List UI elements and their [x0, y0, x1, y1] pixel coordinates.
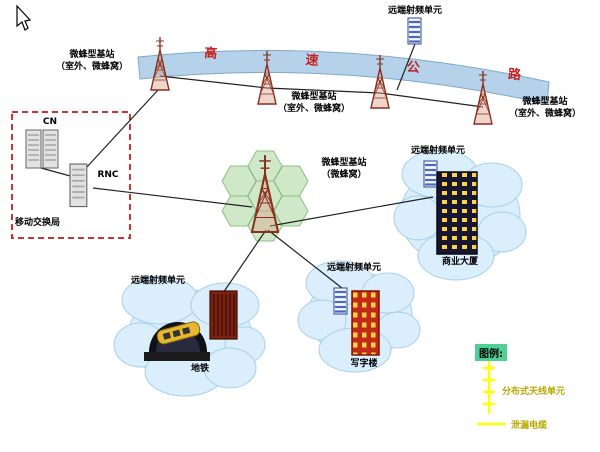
legend-das-label: 分布式天线单元 — [502, 387, 566, 397]
bs-label-line1: 微蜂型基站 — [522, 97, 568, 107]
bs-label-line1: 微蜂型基站 — [69, 50, 115, 60]
legend-title: 图例: — [475, 344, 507, 361]
rru-office-label: 远端射频单元 — [326, 263, 381, 273]
commercial-building-label: 商业大厦 — [441, 257, 478, 267]
rnc-cabinet — [69, 163, 88, 208]
rru-commercial-label: 远端射频单元 — [410, 146, 465, 156]
cn-cabinet-1 — [25, 129, 42, 169]
subway-label: 地铁 — [190, 364, 209, 374]
cn-label: CN — [42, 117, 58, 127]
bs-center-label: 微蜂型基站 （微蜂窝） — [292, 158, 396, 181]
commercial-building — [436, 171, 478, 255]
highway-band — [137, 49, 550, 105]
cn-cabinet-2 — [42, 129, 59, 169]
bs-highway-left-label: 微蜂型基站 （室外、微蜂窝） — [36, 50, 148, 73]
rru-commercial-icon — [422, 159, 439, 189]
bs-label-line1: 微蜂型基站 — [321, 158, 367, 168]
rru-subway-label: 远端射频单元 — [130, 276, 185, 286]
mouse-cursor-icon — [16, 4, 32, 31]
switching-office-label: 移动交换局 — [15, 218, 61, 228]
subway-entrance — [144, 321, 210, 361]
bs-highway-mid-label: 微蜂型基站 （室外、微蜂窝） — [258, 92, 370, 115]
legend-cable-label: 泄漏电缆 — [511, 421, 548, 431]
office-building — [351, 290, 380, 356]
bs-label-line1: 微蜂型基站 — [291, 92, 337, 102]
bs-label-line2: （室外、微蜂窝） — [508, 108, 581, 119]
rru-office-icon — [332, 286, 349, 316]
rnc-label: RNC — [97, 170, 119, 180]
legend-das-symbol — [483, 360, 495, 414]
bs-label-line2: （室外、微蜂窝） — [55, 61, 128, 72]
connection-lines — [40, 43, 484, 294]
rru-top-icon — [406, 16, 423, 46]
switching-office-box — [11, 111, 131, 239]
subway-rru-cabinet — [209, 290, 238, 340]
bs-label-line2: （室外、微蜂窝） — [277, 103, 350, 114]
bs-highway-right-label: 微蜂型基站 （室外、微蜂窝） — [492, 97, 598, 120]
office-building-label: 写字楼 — [350, 359, 378, 369]
rru-top-label: 远端射频单元 — [387, 6, 442, 16]
bs-label-line2: （微蜂窝） — [321, 169, 367, 180]
